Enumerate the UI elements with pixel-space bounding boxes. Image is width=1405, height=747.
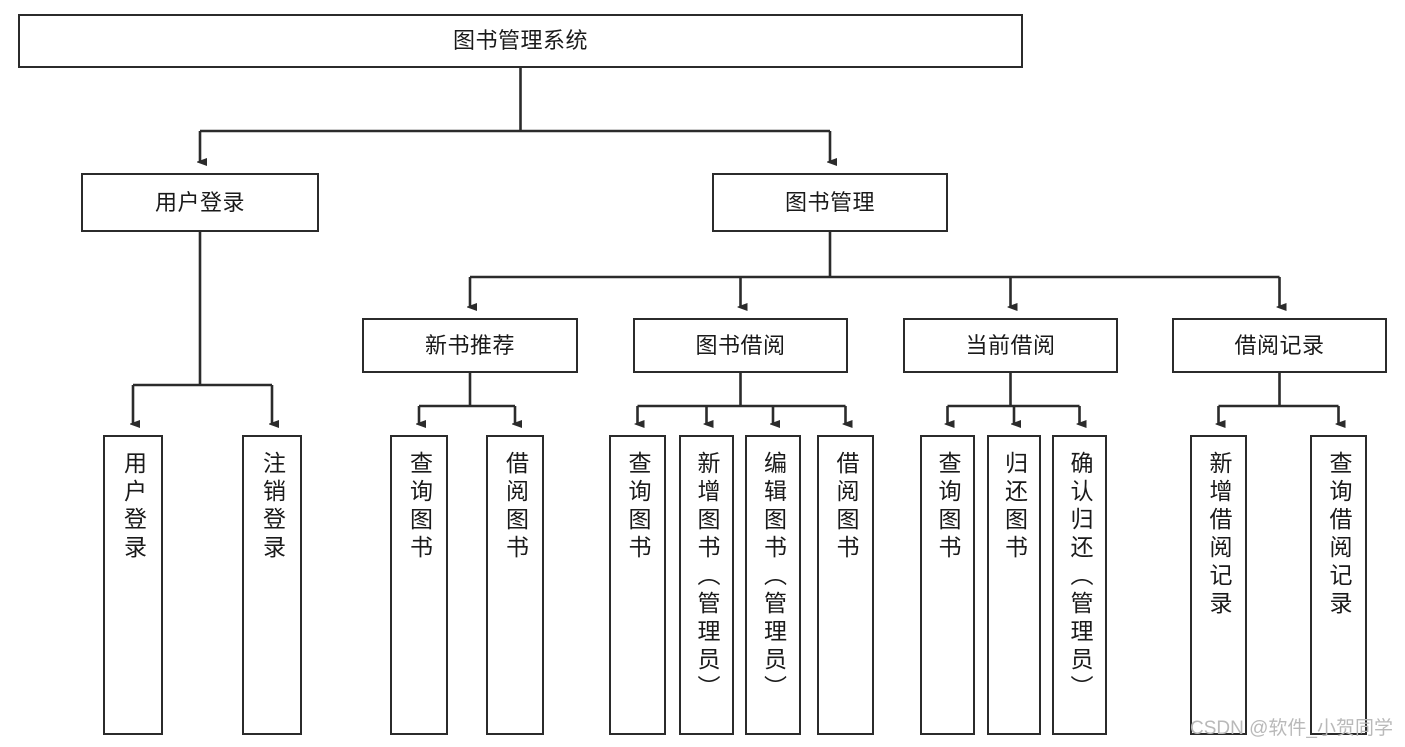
node-leaf-query-book-1[interactable]: 查询图书 [390,435,448,735]
node-root[interactable]: 图书管理系统 [18,14,1023,68]
node-leaf-query-book-3[interactable]: 查询图书 [920,435,975,735]
node-leaf-query-book-2[interactable]: 查询图书 [609,435,666,735]
node-label: 新书推荐 [424,332,515,358]
node-label: 图书管理 [784,189,875,215]
node-label: 查询图书 [625,451,651,563]
node-label: 借阅图书 [833,451,859,563]
node-current-borrow[interactable]: 当前借阅 [903,318,1118,373]
node-label: 图书管理系统 [452,28,588,54]
node-label: 查询图书 [406,451,433,563]
node-user-login[interactable]: 用户登录 [81,173,319,232]
node-book-borrow[interactable]: 图书借阅 [633,318,848,373]
node-label: 新增借阅记录 [1206,451,1232,619]
node-leaf-borrow-book-1[interactable]: 借阅图书 [486,435,544,735]
node-leaf-add-book[interactable]: 新增图书（管理员） [679,435,734,735]
node-leaf-return-book[interactable]: 归还图书 [987,435,1041,735]
node-label: 确认归还（管理员） [1067,451,1093,703]
node-leaf-logout[interactable]: 注销登录 [242,435,302,735]
node-book-management[interactable]: 图书管理 [712,173,948,232]
node-leaf-confirm-return[interactable]: 确认归还（管理员） [1052,435,1107,735]
node-label: 查询借阅记录 [1326,451,1352,619]
node-new-book-recommend[interactable]: 新书推荐 [362,318,578,373]
node-leaf-borrow-book-2[interactable]: 借阅图书 [817,435,874,735]
node-label: 用户登录 [120,451,147,563]
node-label: 借阅图书 [502,451,529,563]
node-label: 借阅记录 [1234,332,1325,358]
node-label: 图书借阅 [695,332,786,358]
node-label: 当前借阅 [965,332,1056,358]
node-label: 用户登录 [154,189,245,215]
node-borrow-records[interactable]: 借阅记录 [1172,318,1387,373]
node-leaf-query-record[interactable]: 查询借阅记录 [1310,435,1367,735]
node-leaf-add-record[interactable]: 新增借阅记录 [1190,435,1247,735]
node-label: 注销登录 [259,451,286,563]
node-label: 查询图书 [935,451,961,563]
node-label: 编辑图书（管理员） [760,451,787,703]
node-leaf-edit-book[interactable]: 编辑图书（管理员） [745,435,801,735]
node-label: 新增图书（管理员） [694,451,720,703]
node-leaf-user-login[interactable]: 用户登录 [103,435,163,735]
node-label: 归还图书 [1001,451,1028,563]
